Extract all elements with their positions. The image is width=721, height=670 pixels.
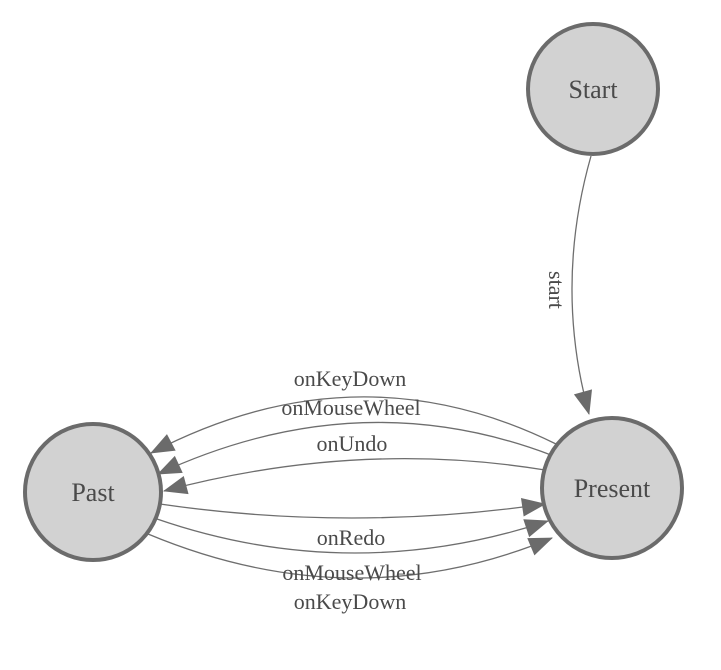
edge-present-to-past-onundo <box>162 458 546 495</box>
edge-present-to-past-onmousewheel <box>157 421 552 475</box>
edge-past-to-present-onmousewheel <box>156 518 549 554</box>
edge-label-start: start <box>544 271 569 309</box>
edge-label-onkeydown-bottom: onKeyDown <box>294 589 406 614</box>
edge-label-onkeydown-top: onKeyDown <box>294 366 406 391</box>
node-present-label: Present <box>574 474 651 503</box>
edge-label-onundo: onUndo <box>317 431 388 456</box>
edge-label-onredo: onRedo <box>317 525 385 550</box>
edge-start-to-present <box>571 155 593 416</box>
node-start-circle <box>526 22 660 156</box>
edge-past-to-present-onkeydown <box>147 533 553 579</box>
node-past-label: Past <box>71 478 115 507</box>
edge-present-to-past-onkeydown <box>150 396 557 454</box>
node-start: Start <box>526 22 660 156</box>
edge-label-onmousewheel-bottom: onMouseWheel <box>282 560 421 585</box>
node-past-circle <box>23 422 163 562</box>
node-present: Present <box>540 416 684 560</box>
node-past: Past <box>23 422 163 562</box>
edge-past-to-present-onredo <box>159 498 547 519</box>
node-present-circle <box>540 416 684 560</box>
edge-label-onmousewheel-top: onMouseWheel <box>281 395 420 420</box>
node-start-label: Start <box>568 75 618 104</box>
